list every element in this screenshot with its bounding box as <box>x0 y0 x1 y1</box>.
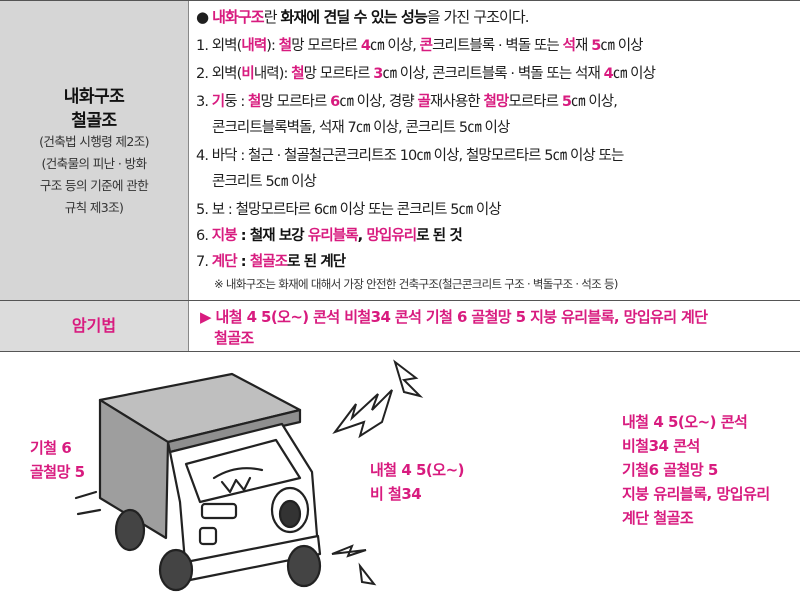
item-3-cont: 콘크리트블록벽돌, 석재 7㎝ 이상, 콘크리트 5㎝ 이상 <box>212 120 510 136</box>
truck-eyebrow <box>212 467 264 480</box>
wheel-rear <box>114 508 146 552</box>
intro-term: 내화구조 <box>212 8 265 26</box>
item-4-cont: 콘크리트 5㎝ 이상 <box>212 174 317 190</box>
footnote: ※ 내화구조는 화재에 대해서 가장 안전한 건축구조(철근콘크리트 구조 · … <box>214 277 618 291</box>
truck-throat <box>278 499 302 529</box>
truck-illustration <box>74 359 424 592</box>
intro-end: 을 가진 구조이다. <box>426 8 530 26</box>
shout-marks <box>331 359 424 586</box>
item-5: 5. 보 : 철망모르타르 6㎝ 이상 또는 콘크리트 5㎝ 이상 <box>196 202 502 218</box>
speed-line <box>76 508 102 516</box>
grille <box>200 502 238 520</box>
zigzag-small <box>393 359 424 398</box>
item-4: 4. 바닥 : 철근 · 철골철근콘크리트조 10㎝ 이상, 철망모르타르 5㎝… <box>196 148 624 164</box>
item-6: 6. 지붕 : 철재 보강 유리블록, 망입유리로 된 것 <box>196 228 463 244</box>
row-law-ref-2: (건축물의 피난 · 방화 <box>41 156 148 171</box>
cargo-side <box>98 398 170 540</box>
mnemonic-line-2: 철골조 <box>214 329 254 347</box>
item-7: 7. 계단 : 철골조로 된 계단 <box>196 254 346 270</box>
right-caption: 내철 4 5(오~) 콘석 비철34 콘석 기철6 골철망 5 지붕 유리블록,… <box>622 413 770 527</box>
item-1: 1. 외벽(내력): 철망 모르타르 4㎝ 이상, 콘크리트블록 · 벽돌 또는… <box>196 38 644 54</box>
intro-mid: 란 <box>263 8 281 26</box>
table-bottom-border <box>0 351 800 352</box>
row-law-ref-1: (건축법 시행령 제2조) <box>39 134 149 149</box>
intro-desc: 화재에 견딜 수 있는 성능 <box>280 8 427 26</box>
dash-bottom-2 <box>358 562 377 586</box>
intro-line: ● 내화구조란 화재에 견딜 수 있는 성능을 가진 구조이다. <box>196 6 530 27</box>
mnemonic-line-1: ▶ 내철 4 5(오~) 콘석 비철34 콘석 기철 6 골철망 5 지붕 유리… <box>200 308 708 326</box>
windshield <box>184 438 302 504</box>
wheel-front-right <box>286 544 322 588</box>
item-2: 2. 외벽(비내력): 철망 모르타르 3㎝ 이상, 콘크리트블록 · 벽돌 또… <box>196 66 656 82</box>
zigzag-top <box>332 389 393 439</box>
illustration-area: 기철 6 골철망 5 내철 4 5(오~) 비 철34 내철 4 5(오~) 콘… <box>0 352 800 595</box>
row-law-ref-4: 규칙 제3조) <box>64 200 124 215</box>
wheel-front-left <box>158 548 194 592</box>
headlight-left <box>198 526 218 546</box>
left-caption: 기철 6 골철망 5 <box>30 439 85 481</box>
row-title-line-2: 철골조 <box>71 111 117 131</box>
row-law-ref-3: 구조 등의 기준에 관한 <box>39 178 149 193</box>
mnemonic-label: 암기법 <box>71 316 117 335</box>
fire-resistant-structure-table: 내화구조 철골조 (건축법 시행령 제2조) (건축물의 피난 · 방화 구조 … <box>0 0 800 352</box>
speed-line <box>74 490 98 500</box>
dash-bottom <box>331 544 367 558</box>
table-top-border <box>0 0 800 1</box>
bullet-icon: ● <box>196 8 209 26</box>
column-divider <box>188 0 189 352</box>
truck-caption: 내철 4 5(오~) 비 철34 <box>370 461 465 503</box>
truck-drawing <box>74 372 322 592</box>
row-label-cell <box>0 0 188 300</box>
mnemonic-label-cell <box>0 301 188 351</box>
cargo-front <box>166 408 302 454</box>
truck-eyes <box>220 476 252 494</box>
row-title-line-1: 내화구조 <box>63 87 125 107</box>
item-3: 3. 기둥 : 철망 모르타르 6㎝ 이상, 경량 골재사용한 철망모르타르 5… <box>196 94 618 110</box>
row-divider <box>0 300 800 301</box>
